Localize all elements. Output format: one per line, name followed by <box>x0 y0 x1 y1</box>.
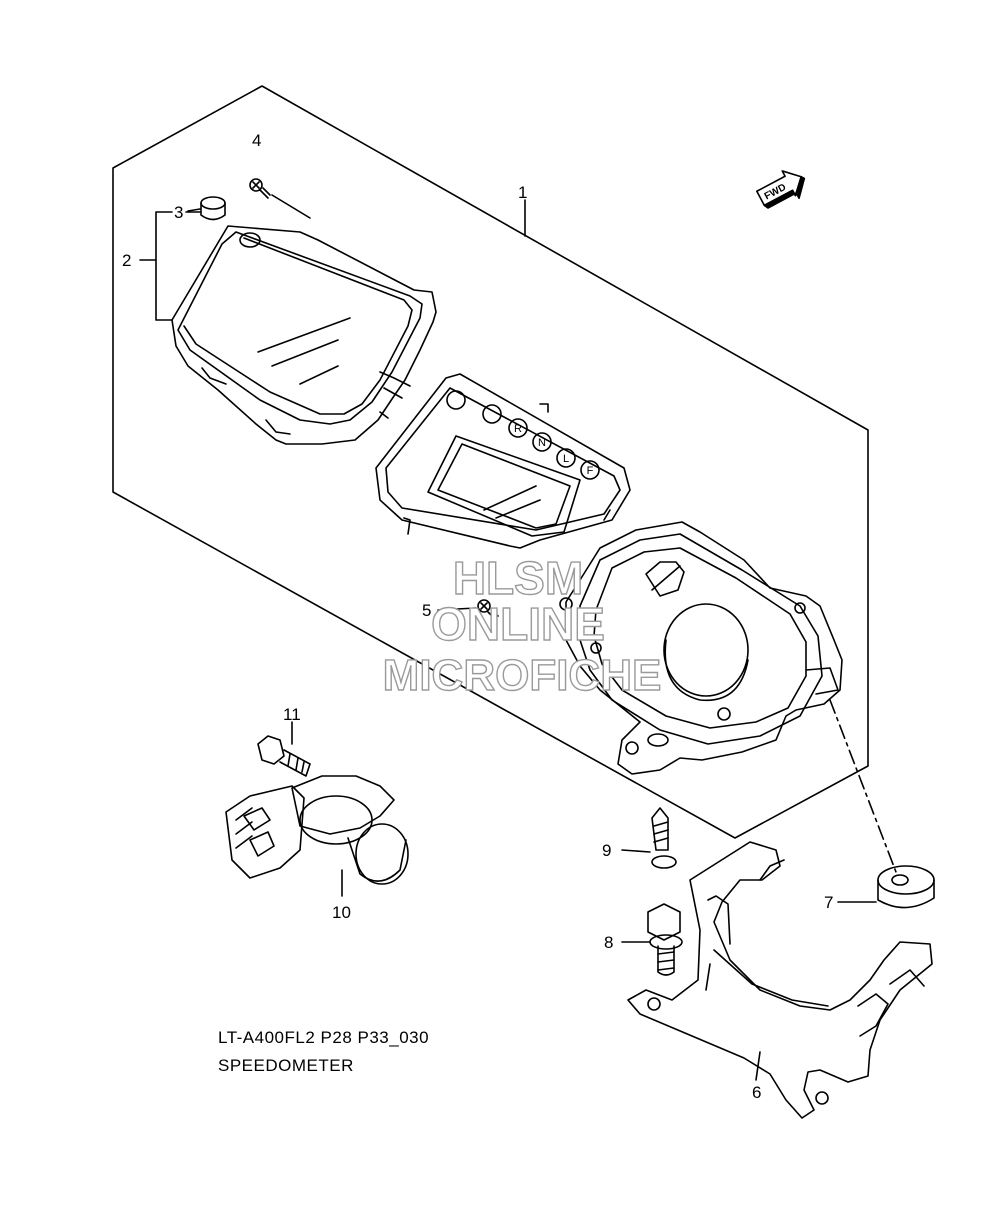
svg-text:HLSM: HLSM <box>453 552 583 604</box>
indicator-reverse: R <box>514 423 522 435</box>
callout-11: 11 <box>283 705 301 724</box>
diagram-title: SPEEDOMETER <box>218 1056 354 1075</box>
indicator-low: L <box>563 453 569 465</box>
diagram-code: LT-A400FL2 P28 P33_030 <box>218 1028 430 1047</box>
grommet-part <box>837 865 935 909</box>
upper-meter-case <box>171 225 437 445</box>
mounting-bracket-part <box>627 841 933 1119</box>
assembly-outline <box>112 85 869 839</box>
svg-text:MICROFICHE: MICROFICHE <box>383 651 662 700</box>
callout-5: 5 <box>422 601 431 620</box>
callout-2: 2 <box>122 251 131 270</box>
callout-2-bracket <box>139 211 173 321</box>
callout-4: 4 <box>252 131 261 150</box>
indicator-fuel: F <box>587 465 594 477</box>
svg-text:ONLINE: ONLINE <box>431 598 605 650</box>
callout-10: 10 <box>332 903 351 922</box>
callout-8: 8 <box>604 933 613 952</box>
screw-part-5 <box>437 599 499 621</box>
sensor-bolt-part <box>257 721 311 777</box>
watermark: HLSM ONLINE MICROFICHE <box>382 551 662 700</box>
indicator-neutral: N <box>538 437 546 449</box>
callout-6: 6 <box>752 1083 761 1102</box>
lower-meter-case <box>559 521 843 775</box>
bulb-socket-part <box>200 196 226 221</box>
indicator-panel <box>375 373 631 549</box>
bolt-part <box>621 903 683 976</box>
alignment-line <box>829 699 897 873</box>
tapping-screw-part <box>621 807 677 869</box>
fwd-arrow-icon: FWD <box>756 170 806 209</box>
speed-sensor-part <box>225 775 409 897</box>
callout-3: 3 <box>174 203 183 222</box>
callout-9: 9 <box>602 841 611 860</box>
callout-1: 1 <box>518 183 527 202</box>
callout-7: 7 <box>824 893 833 912</box>
screw-part-4 <box>249 178 271 199</box>
